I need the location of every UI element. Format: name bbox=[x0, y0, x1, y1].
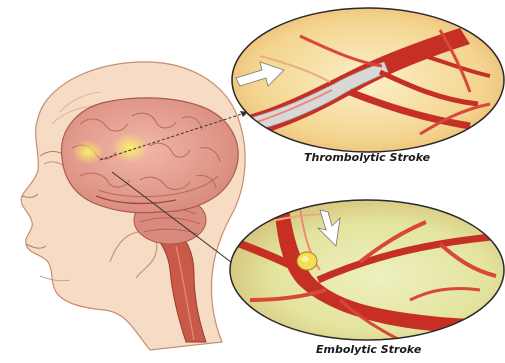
brain bbox=[61, 98, 238, 213]
thrombolytic-caption: Thrombolytic Stroke bbox=[304, 151, 430, 164]
ischemic-spot-left bbox=[72, 140, 104, 164]
embolic-inset bbox=[230, 200, 504, 340]
ischemic-spot-right bbox=[112, 133, 148, 163]
embolic-caption: Embolytic Stroke bbox=[316, 343, 421, 356]
thrombolytic-inset bbox=[228, 8, 504, 152]
